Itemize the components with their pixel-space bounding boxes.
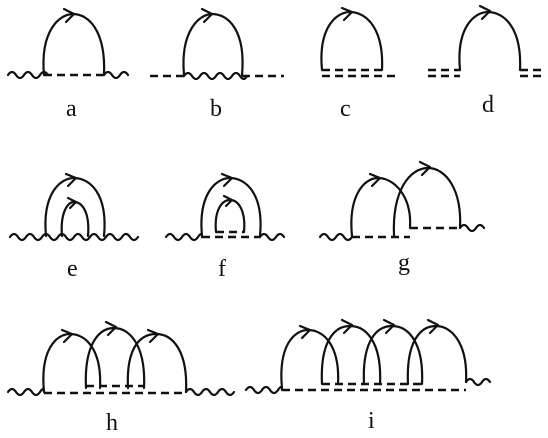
diagram-i-arrow-1 xyxy=(298,324,312,340)
diagram-e-wavy-line xyxy=(8,232,140,242)
diagram-i-arrow-3 xyxy=(382,318,396,335)
diagram-e-inner-arc xyxy=(60,200,90,238)
diagram-h-wavy-line-left xyxy=(6,387,46,397)
diagram-b: b xyxy=(150,7,284,122)
diagram-a: a xyxy=(6,7,130,122)
diagram-e-label: e xyxy=(67,256,78,282)
diagram-i-label: i xyxy=(368,408,375,434)
diagram-i-wavy-line-left xyxy=(244,385,284,395)
diagram-f-label: f xyxy=(218,256,226,282)
diagram-i-arc-3 xyxy=(362,324,424,386)
diagram-h-arc-1 xyxy=(42,332,102,394)
diagram-f-wavy-line-left xyxy=(164,232,204,242)
diagram-i: i xyxy=(244,318,492,434)
diagram-d-arrow xyxy=(478,4,492,21)
diagram-g-arrow-1 xyxy=(368,172,382,188)
diagram-h-arrow-1 xyxy=(60,328,74,344)
diagram-f-wavy-line-right xyxy=(258,232,286,242)
diagram-h-label: h xyxy=(106,410,118,436)
diagram-b-arrow xyxy=(200,7,214,24)
diagram-g-arrow-2 xyxy=(418,160,432,177)
diagram-a-wavy-line-left xyxy=(6,70,50,80)
diagram-i-arc-2 xyxy=(320,324,382,386)
diagram-a-wavy-line-right xyxy=(102,70,130,80)
diagram-b-wavy-line xyxy=(182,71,249,81)
diagram-h-arc-3 xyxy=(126,332,188,394)
diagram-c-label: c xyxy=(340,96,351,122)
diagram-i-arc-4 xyxy=(406,324,468,386)
diagram-i-arrow-2 xyxy=(340,318,354,335)
diagram-h-wavy-line-right xyxy=(184,387,236,397)
diagram-g-arc-2 xyxy=(392,166,462,238)
diagram-e: e xyxy=(8,172,140,282)
diagram-d: d xyxy=(428,4,546,118)
diagram-g-wavy-line-right xyxy=(458,223,486,233)
diagram-i-wavy-line-right xyxy=(464,377,492,387)
diagram-c: c xyxy=(320,6,398,122)
diagram-a-label: a xyxy=(66,96,77,122)
diagram-f-outer-arrow xyxy=(220,172,234,188)
diagram-g: g xyxy=(318,160,486,276)
diagram-h-arc-2 xyxy=(84,326,146,390)
diagram-e-outer-arrow xyxy=(64,172,78,188)
diagram-d-arc xyxy=(458,10,522,72)
diagram-c-arrow xyxy=(340,6,354,22)
diagram-b-arc xyxy=(182,12,244,77)
diagram-e-inner-arrow xyxy=(66,196,78,210)
diagram-d-label: d xyxy=(482,92,494,118)
diagram-b-label: b xyxy=(210,96,222,122)
diagram-a-arrow xyxy=(62,7,76,24)
diagram-g-wavy-line-left xyxy=(318,232,354,242)
diagram-f: f xyxy=(164,172,286,282)
diagram-f-outer-arc xyxy=(200,176,262,238)
diagram-h: h xyxy=(6,320,236,436)
diagram-c-arc xyxy=(320,10,384,72)
diagram-h-arrow-2 xyxy=(104,320,118,337)
diagram-e-outer-arc xyxy=(44,176,106,238)
diagram-f-inner-arrow xyxy=(222,194,234,208)
diagram-h-arrow-3 xyxy=(146,328,160,344)
diagram-g-label: g xyxy=(398,250,410,276)
diagram-f-inner-arc xyxy=(214,198,246,234)
diagram-i-arrow-4 xyxy=(426,318,440,335)
diagram-a-arc xyxy=(42,12,106,77)
